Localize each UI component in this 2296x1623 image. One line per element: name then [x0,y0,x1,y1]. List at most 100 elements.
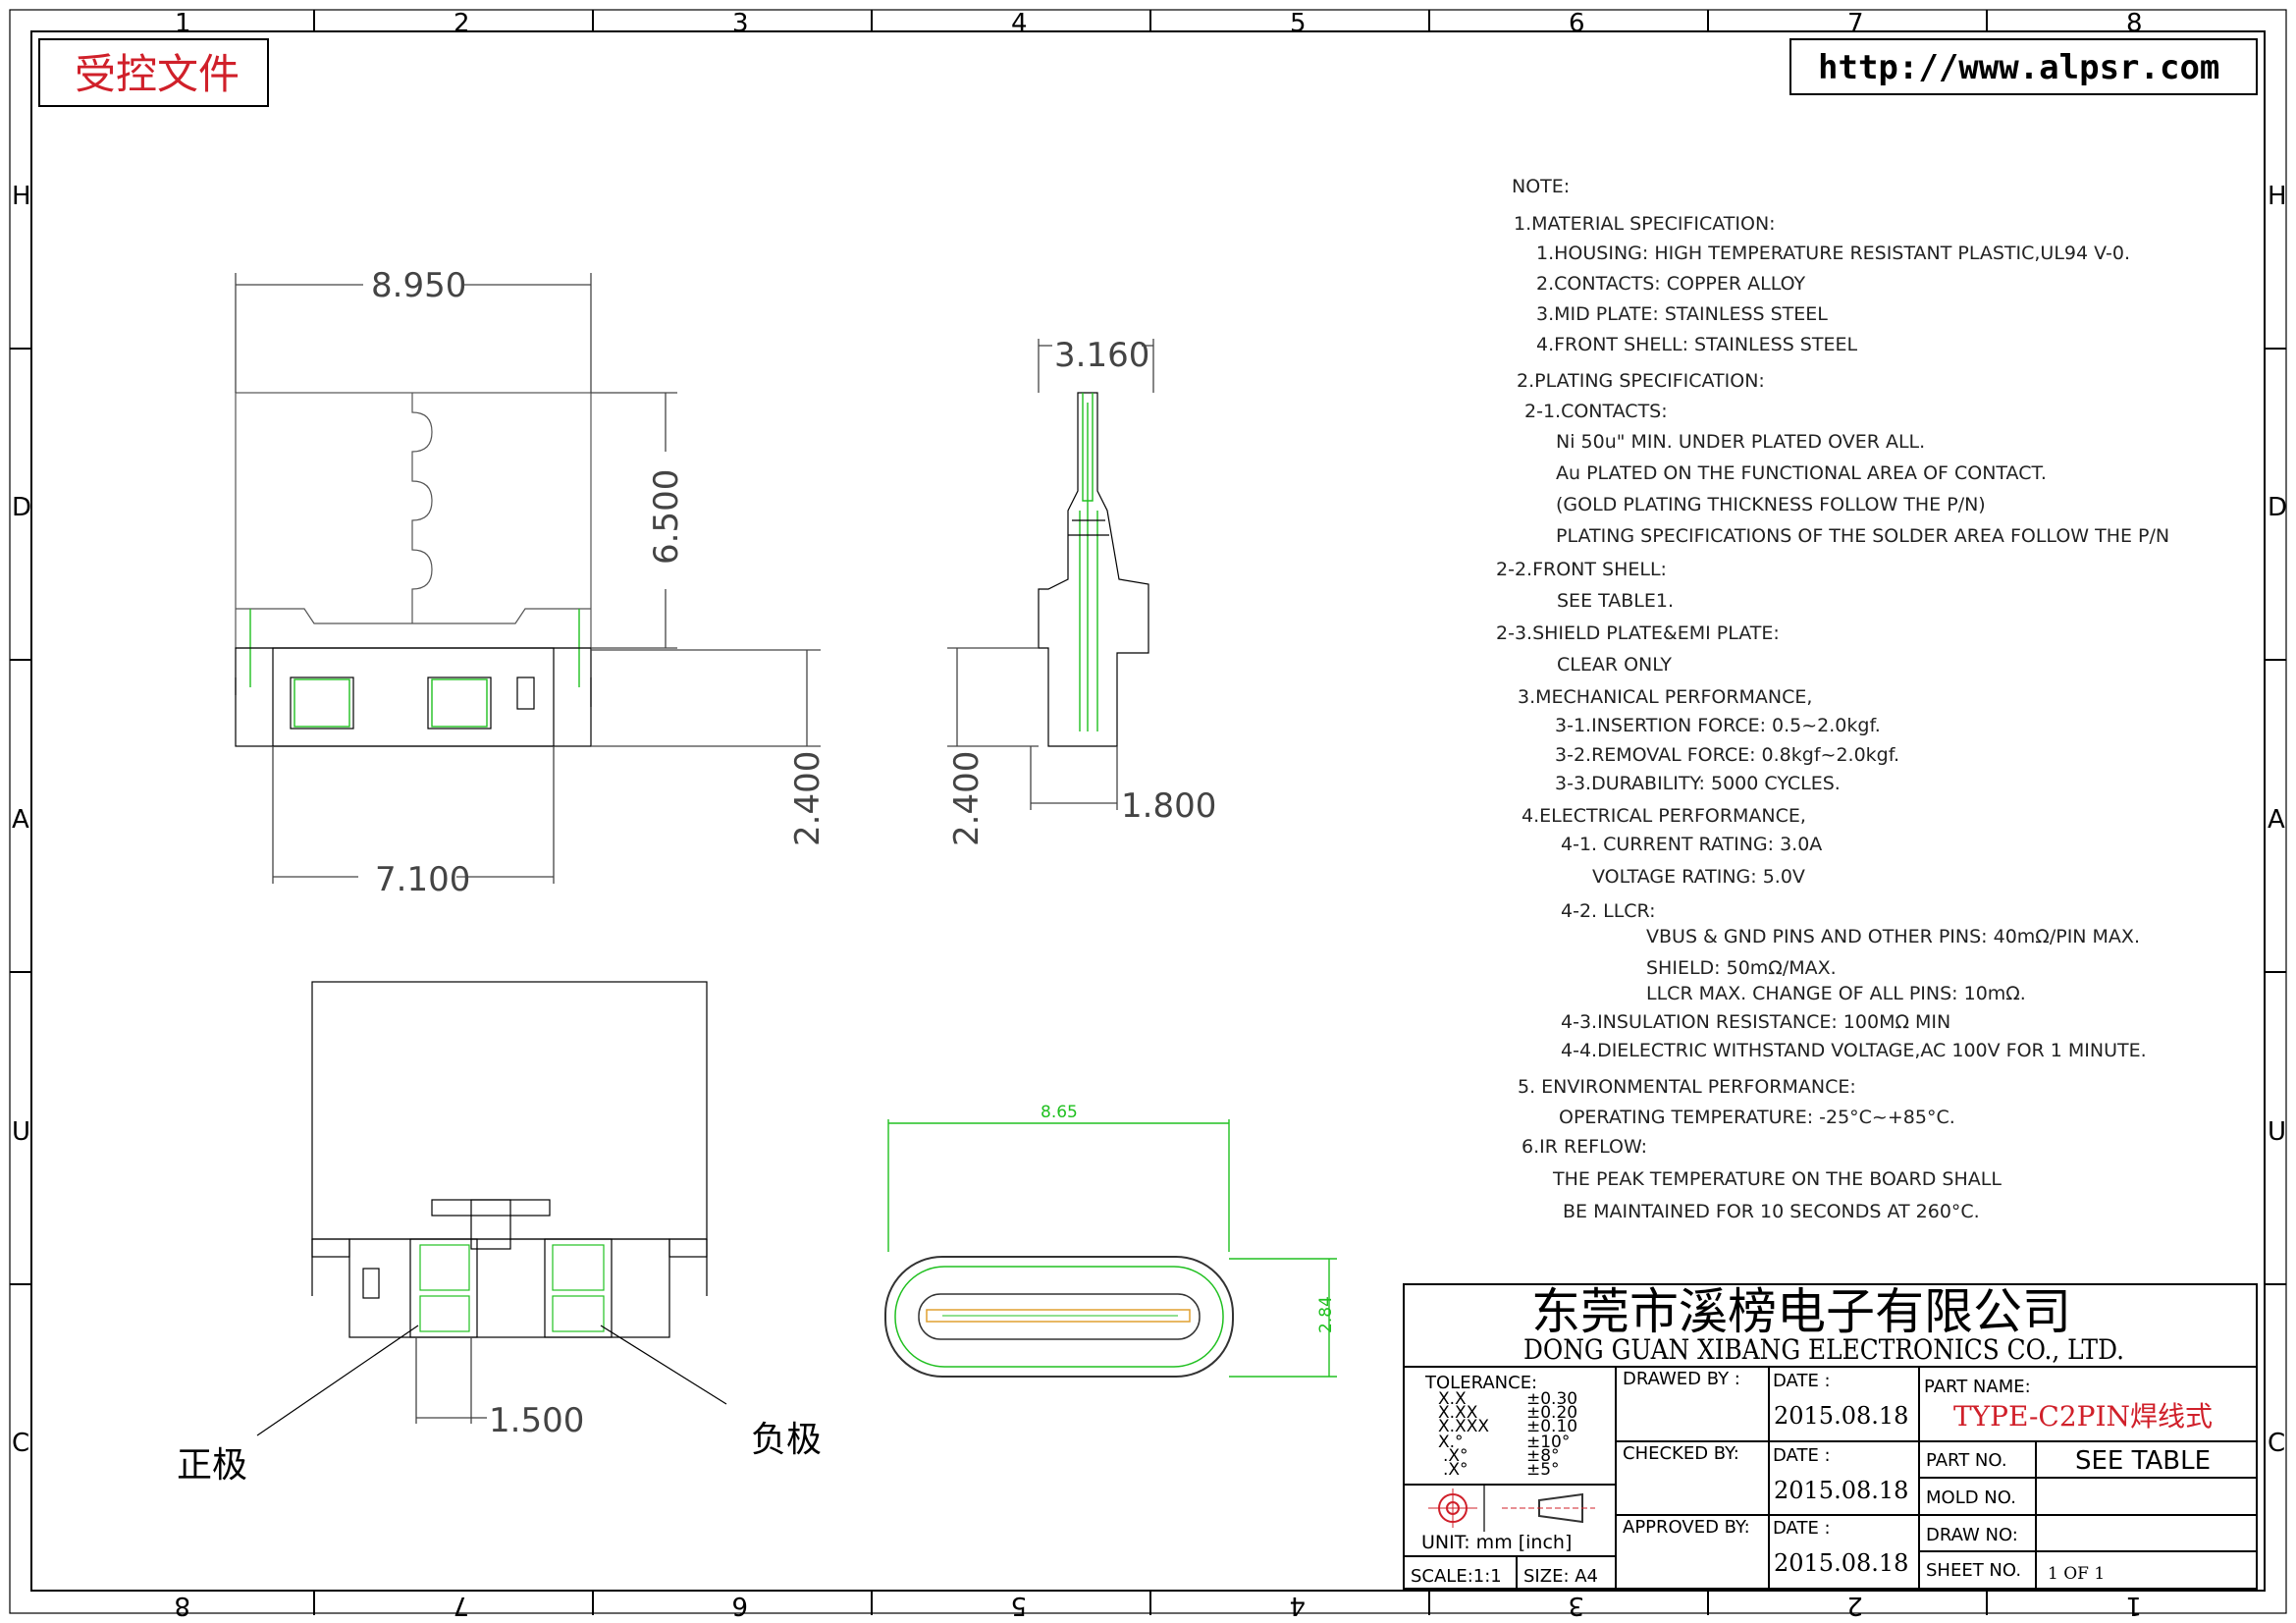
title-block [1403,1283,2258,1590]
note-line: 5. ENVIRONMENTAL PERFORMANCE: [1518,1076,1856,1098]
tol-key: .X° [1443,1460,1468,1480]
zone-col-top-3: 3 [732,9,749,38]
note-line: CLEAR ONLY [1557,654,1672,676]
zone-row-left-c: C [12,1429,29,1458]
zone-row-right-h: H [2268,182,2287,211]
tol-val: ±0.30 [1526,1389,1577,1409]
tol-val: ±0.10 [1526,1417,1577,1436]
tol-key: .X° [1443,1446,1468,1466]
note-line: 2-1.CONTACTS: [1524,401,1668,422]
note-line: THE PEAK TEMPERATURE ON THE BOARD SHALL [1552,1168,2002,1190]
side-view [1038,392,1149,747]
part-name-value: TYPE-C2PIN焊线式 [1953,1400,2213,1433]
note-line: 1.HOUSING: HIGH TEMPERATURE RESISTANT PL… [1536,243,2130,264]
note-line: LLCR MAX. CHANGE OF ALL PINS: 10mΩ. [1646,983,2026,1004]
tolerance-label: TOLERANCE: [1424,1373,1537,1393]
dim-front-width: 8.65 [1041,1103,1078,1122]
zone-row-left-a: A [12,805,29,835]
date-label-3: DATE : [1773,1518,1831,1539]
zone-col-bottom-5: 4 [1289,1591,1306,1620]
note-line: VBUS & GND PINS AND OTHER PINS: 40mΩ/PIN… [1646,926,2140,947]
note-line: 2-3.SHIELD PLATE&EMI PLATE: [1496,622,1780,644]
label-negative: 负极 [751,1420,822,1460]
note-line: 4-1. CURRENT RATING: 3.0A [1561,834,1822,855]
zone-row-right-d: D [2268,493,2287,522]
note-line: 6.IR REFLOW: [1522,1136,1647,1158]
label-positive: 正极 [177,1445,247,1486]
dims-side-view [947,339,1154,810]
note-line: (GOLD PLATING THICKNESS FOLLOW THE P/N) [1556,494,1986,515]
part-no-label: PART NO. [1926,1450,2007,1471]
part-name-label: PART NAME: [1924,1377,2031,1397]
sheet-no-label: SHEET NO. [1926,1560,2021,1581]
zone-ticks [10,10,2286,1615]
bottom-view [256,981,727,1436]
note-line: SEE TABLE1. [1557,590,1674,612]
note-line: 1.MATERIAL SPECIFICATION: [1514,213,1776,235]
note-line: 2.PLATING SPECIFICATION: [1517,370,1765,392]
zone-col-bottom-2: 7 [453,1591,469,1620]
dim-height-650: 6.500 [647,469,686,565]
zone-col-top-5: 5 [1290,9,1307,38]
dim-front-height: 2.84 [1316,1296,1336,1333]
tol-key: X.XX [1438,1403,1478,1423]
note-line: 4-4.DIELECTRIC WITHSTAND VOLTAGE,AC 100V… [1561,1040,2147,1061]
dim-side-width: 3.160 [1054,336,1149,375]
front-view [884,1119,1337,1378]
zone-col-bottom-6: 3 [1568,1591,1584,1620]
controlled-doc-stamp: 受控文件 [38,38,269,107]
zone-col-bottom-3: 6 [731,1591,748,1620]
stamp-text: 受控文件 [75,50,240,98]
date-value-2: 2015.08.18 [1774,1477,1908,1504]
zone-row-left-d: D [12,493,31,522]
zone-col-top-4: 4 [1011,9,1028,38]
top-view [235,392,592,747]
tol-val: ±10° [1526,1433,1570,1452]
note-line: 4-2. LLCR: [1561,900,1656,922]
note-line: 4-3.INSULATION RESISTANCE: 100MΩ MIN [1561,1011,1950,1033]
zone-col-bottom-8: 1 [2125,1591,2142,1620]
company-name-en: DONG GUAN XIBANG ELECTRONICS CO., LTD. [1523,1333,2124,1366]
zone-row-left-u: U [12,1117,30,1147]
tol-key: X.° [1438,1433,1464,1452]
date-value-3: 2015.08.18 [1774,1549,1908,1577]
website-box: http://www.alpsr.com [1789,38,2258,95]
dims-bottom-view [415,1337,487,1424]
drawed-by-label: DRAWED BY : [1623,1369,1740,1389]
dim-bottom-width: 7.100 [375,860,470,899]
note-line: NOTE: [1512,176,1570,197]
zone-row-right-u: U [2268,1117,2286,1147]
note-line: PLATING SPECIFICATIONS OF THE SOLDER ARE… [1556,525,2169,547]
dim-left-240: 2.400 [788,751,828,846]
dim-pin-pitch: 1.500 [489,1401,584,1440]
date-label-2: DATE : [1773,1445,1831,1466]
note-line: 3.MECHANICAL PERFORMANCE, [1518,686,1812,708]
company-name-cn: 东莞市溪榜电子有限公司 [1531,1283,2071,1340]
sheet-value: 1 OF 1 [2048,1564,2105,1584]
note-line: 3.MID PLATE: STAINLESS STEEL [1536,303,1828,325]
checked-by-label: CHECKED BY: [1623,1443,1739,1464]
note-line: OPERATING TEMPERATURE: -25°C~+85°C. [1559,1107,1955,1128]
dim-top-width: 8.950 [371,266,466,305]
note-line: 4.ELECTRICAL PERFORMANCE, [1522,805,1806,827]
scale-label: SCALE:1:1 [1411,1566,1502,1587]
projection-symbol-icon [1428,1488,1595,1528]
note-line: 2-2.FRONT SHELL: [1496,559,1667,580]
zone-col-top-1: 1 [175,9,191,38]
date-value-1: 2015.08.18 [1774,1402,1908,1430]
zone-col-top-7: 7 [1847,9,1864,38]
draw-no-label: DRAW NO: [1926,1525,2018,1545]
zone-row-right-c: C [2268,1429,2285,1458]
zone-col-bottom-7: 2 [1846,1591,1863,1620]
note-line: BE MAINTAINED FOR 10 SECONDS AT 260°C. [1563,1201,1980,1222]
tol-key: X.X [1438,1389,1467,1409]
part-no-value: SEE TABLE [2075,1446,2211,1476]
size-label: SIZE: A4 [1523,1566,1598,1587]
zone-col-bottom-1: 8 [174,1591,190,1620]
dim-side-240: 2.400 [947,751,987,846]
note-line: 3-2.REMOVAL FORCE: 0.8kgf~2.0kgf. [1555,744,1899,766]
dims-top-view [235,273,821,884]
dim-side-180: 1.800 [1121,786,1216,826]
note-line: Ni 50u" MIN. UNDER PLATED OVER ALL. [1556,431,1925,453]
